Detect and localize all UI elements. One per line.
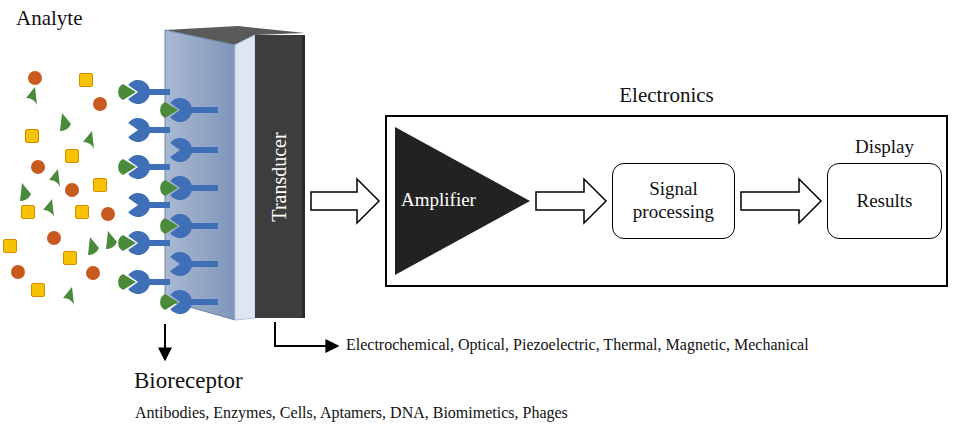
box-heading: Display — [808, 136, 955, 158]
amplifier-triangle: Amplifier — [395, 127, 530, 275]
analyte-circle — [101, 207, 115, 221]
bound-analyte — [118, 84, 136, 100]
analyte-circle — [11, 265, 25, 279]
analyte-wedge — [20, 183, 31, 201]
receptor-head — [128, 193, 150, 217]
transducer-leader — [275, 322, 338, 346]
section-title: Electronics — [387, 83, 946, 108]
bioreceptor-panel — [165, 30, 235, 320]
bound-analyte — [118, 274, 136, 290]
amplifier-label: Amplifier — [401, 189, 476, 211]
analyte-circle — [93, 97, 107, 111]
process-box: Signal processing — [612, 163, 735, 239]
box-label: Results — [849, 186, 921, 217]
bioreceptor-group — [118, 80, 218, 314]
analyte-circle — [47, 231, 61, 245]
analyte-wedge — [83, 131, 94, 149]
analyte-circle — [31, 160, 45, 174]
analyte-square — [66, 150, 79, 163]
analyte-wedge — [60, 113, 71, 131]
display-box: DisplayResults — [827, 163, 942, 239]
analyte-square — [94, 179, 107, 192]
flow-arrow — [311, 179, 379, 223]
electronics-box: ElectronicsAmplifierSignal processingDis… — [385, 115, 948, 287]
analyte-square — [64, 252, 77, 265]
analyte-square — [26, 130, 39, 143]
bound-analyte — [118, 235, 136, 251]
receptor-head — [170, 138, 192, 162]
analyte-square — [80, 74, 93, 87]
analyte-group — [4, 71, 118, 305]
analyte-label: Analyte — [16, 6, 82, 31]
transducer-types: Electrochemical, Optical, Piezoelectric,… — [346, 336, 809, 354]
bound-analyte — [160, 294, 178, 310]
bioreceptor-leader — [164, 324, 166, 360]
analyte-square — [32, 284, 45, 297]
bioreceptor-types: Antibodies, Enzymes, Cells, Aptamers, DN… — [135, 404, 568, 422]
bound-analyte — [160, 102, 178, 118]
bound-analyte — [160, 180, 178, 196]
flow-arrow — [536, 179, 606, 223]
analyte-circle — [28, 71, 42, 85]
transducer-block: Transducer — [255, 35, 305, 318]
analyte-wedge — [106, 231, 117, 249]
interface-layer — [235, 35, 255, 320]
analyte-square — [22, 206, 35, 219]
analyte-circle — [86, 266, 100, 280]
analyte-wedge — [43, 199, 54, 217]
analyte-circle — [65, 183, 79, 197]
receptor-head — [128, 118, 150, 142]
transducer-label: Transducer — [267, 132, 290, 221]
amplifier-fill — [395, 127, 530, 275]
analyte-wedge — [63, 287, 74, 305]
bound-analyte — [160, 218, 178, 234]
analyte-square — [76, 206, 89, 219]
receptor-head — [170, 252, 192, 276]
flow-arrow — [741, 179, 821, 223]
analyte-wedge — [49, 169, 60, 187]
analyte-wedge — [88, 237, 99, 255]
bound-analyte — [118, 159, 136, 175]
analyte-wedge — [26, 87, 37, 105]
box-label: Signal processing — [613, 174, 734, 228]
bioreceptor-label: Bioreceptor — [134, 368, 243, 394]
analyte-square — [4, 240, 17, 253]
